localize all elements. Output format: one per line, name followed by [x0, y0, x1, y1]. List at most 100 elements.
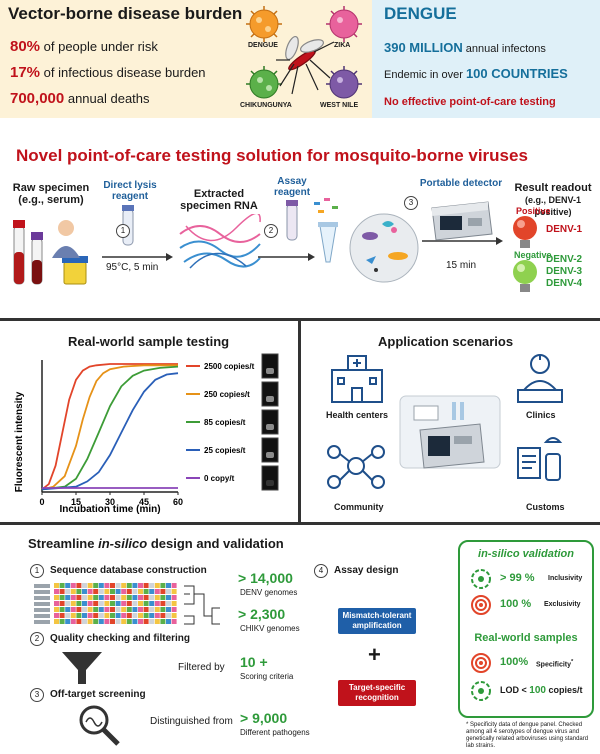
- x-tick-label: 45: [139, 497, 149, 507]
- alignment-cell: [138, 613, 143, 618]
- alignment-cell: [149, 583, 155, 588]
- alignment-cell: [93, 607, 99, 612]
- lod-value: LOD < 100 copies/t: [500, 685, 583, 696]
- series-line: [41, 363, 178, 491]
- alignment-cell: [110, 595, 115, 600]
- sample-tube-image: [261, 353, 279, 379]
- alignment-cell: [76, 619, 82, 624]
- alignment-cell: [59, 589, 65, 594]
- blood-tube-icon: [31, 232, 43, 285]
- alignment-cell: [70, 595, 76, 600]
- sequence-name: [34, 596, 50, 600]
- label-west-nile: WEST NILE: [320, 102, 359, 109]
- x-tick-label: 15: [71, 497, 81, 507]
- alignment-cell: [65, 595, 71, 600]
- alignment-cell: [70, 589, 76, 594]
- label-dengue: DENGUE: [248, 42, 278, 49]
- alignment-cell: [98, 613, 104, 618]
- specificity-value: 100%: [500, 656, 529, 668]
- lod-target-icon: [471, 681, 491, 701]
- alignment-cell: [121, 589, 127, 594]
- alignment-cell: [115, 601, 121, 606]
- alignment-cell: [126, 619, 132, 624]
- alignment-cell: [126, 613, 132, 618]
- alignment-cell: [154, 619, 160, 624]
- rna-strands-illustration: [179, 214, 261, 269]
- alignment-cell: [149, 601, 155, 606]
- alignment-cell: [171, 601, 177, 606]
- alignment-cell: [166, 607, 171, 612]
- alignment-cell: [110, 619, 115, 624]
- west-nile-virus-icon: [326, 66, 362, 99]
- arrow-icon: [422, 237, 503, 245]
- chart-axes: [41, 360, 178, 493]
- mismatch-tolerant-box: Mismatch-tolerant amplification: [338, 608, 416, 634]
- scenario-community: Community: [334, 502, 384, 512]
- sample-tube-image: [261, 381, 279, 407]
- raw-specimen-label: Raw specimen (e.g., serum): [12, 182, 90, 206]
- blood-tube-icon: [13, 220, 25, 285]
- alignment-cell: [115, 589, 121, 594]
- alignment-cell: [154, 595, 160, 600]
- alignment-cell: [154, 583, 160, 588]
- detection-time: 15 min: [446, 260, 477, 271]
- alignment-cell: [65, 583, 71, 588]
- insilico-validation-title: in-silico validation: [478, 548, 574, 560]
- alignment-cell: [110, 613, 115, 618]
- alignment-cell: [171, 619, 177, 624]
- alignment-cell: [76, 607, 82, 612]
- alignment-cell: [132, 613, 138, 618]
- alignment-cell: [149, 619, 155, 624]
- denv-genome-count: > 14,000: [238, 570, 293, 586]
- alignment-cell: [54, 595, 59, 600]
- alignment-cell: [93, 619, 99, 624]
- step-3-marker: 3: [404, 196, 418, 210]
- alignment-cell: [98, 619, 104, 624]
- alignment-cell: [160, 613, 166, 618]
- scenario-health-centers: Health centers: [326, 410, 389, 420]
- insilico-section-title: Streamline in-silico design and validati…: [28, 536, 284, 551]
- funnel-icon: [62, 652, 102, 684]
- magnified-reaction-circle: [349, 213, 419, 283]
- sample-tube-glow: [266, 480, 274, 486]
- negative-bulb-icon: [513, 260, 537, 292]
- disease-burden-panel: Vector-borne disease burden 80% of peopl…: [0, 0, 372, 118]
- alignment-cell: [143, 619, 149, 624]
- alignment-cell: [65, 601, 71, 606]
- legend-label: 250 copies/t: [204, 390, 250, 399]
- dengue-endemic: Endemic in over 100 COUNTRIES: [384, 66, 568, 81]
- alignment-cell: [70, 619, 76, 624]
- alignment-cell: [104, 589, 110, 594]
- alignment-cell: [132, 595, 138, 600]
- legend-label: 0 copy/t: [204, 474, 235, 483]
- x-tick-label: 0: [39, 497, 44, 507]
- scenario-clinics: Clinics: [526, 410, 556, 420]
- alignment-cell: [87, 601, 93, 606]
- alignment-cell: [93, 595, 99, 600]
- alignment-cell: [143, 601, 149, 606]
- alignment-cell: [87, 613, 93, 618]
- portable-detector-label: Portable detector: [419, 178, 503, 189]
- alignment-cell: [154, 607, 160, 612]
- alignment-cell: [87, 607, 93, 612]
- dengue-virus-icon: [246, 6, 282, 42]
- patient-icon: [52, 220, 80, 258]
- alignment-cell: [126, 583, 132, 588]
- alignment-cell: [65, 619, 71, 624]
- alignment-cell: [104, 613, 110, 618]
- alignment-cell: [93, 589, 99, 594]
- alignment-cell: [138, 595, 143, 600]
- alignment-cell: [115, 613, 121, 618]
- alignment-cell: [121, 619, 127, 624]
- dengue-infections: 390 MILLION annual infectons: [384, 40, 546, 55]
- alignment-cell: [149, 595, 155, 600]
- sequence-name: [34, 584, 50, 588]
- alignment-cell: [160, 607, 166, 612]
- x-tick-label: 60: [173, 497, 183, 507]
- scenario-customs: Customs: [526, 502, 565, 512]
- label-zika: ZIKA: [334, 42, 351, 49]
- chikungunya-virus-icon: [246, 66, 282, 99]
- alignment-cell: [59, 583, 65, 588]
- alignment-cell: [59, 607, 65, 612]
